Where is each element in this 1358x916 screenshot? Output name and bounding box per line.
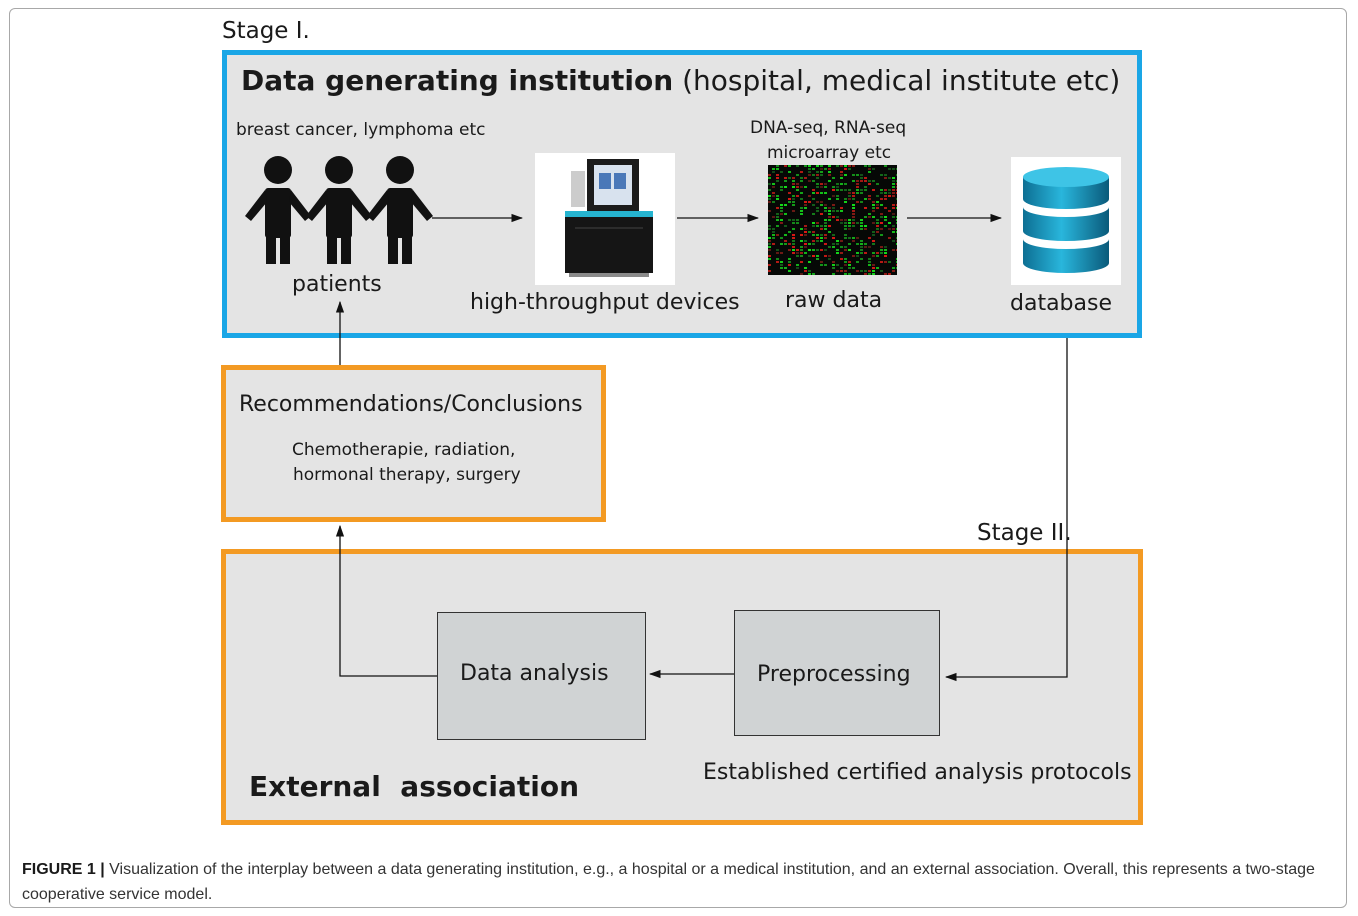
data-analysis-box (437, 612, 646, 740)
recommendations-box (221, 365, 606, 522)
database-icon-panel (1011, 157, 1121, 285)
recommendations-line2: hormonal therapy, surgery (293, 465, 521, 485)
seq-label-line2: microarray etc (767, 143, 892, 163)
patients-label: patients (292, 272, 382, 297)
external-association-title: External association (249, 770, 579, 803)
data-analysis-label: Data analysis (460, 661, 609, 686)
figure-caption: FIGURE 1 | Visualization of the interpla… (22, 857, 1332, 907)
recommendations-title: Recommendations/Conclusions (239, 392, 583, 417)
database-label: database (1010, 291, 1112, 316)
sequencer-device-image (535, 153, 675, 285)
caption-text: Visualization of the interplay between a… (22, 861, 1315, 903)
recommendations-line1: Chemotherapie, radiation, (292, 440, 516, 460)
patients-icon (245, 156, 433, 264)
arrow-database-to-preprocessing (944, 338, 1068, 682)
seq-label-line1: DNA-seq, RNA-seq (750, 118, 907, 138)
institution-title-bold: Data generating institution (241, 64, 674, 97)
stage-1-label: Stage I. (222, 18, 310, 44)
arrow-analysis-to-recommendations (335, 524, 437, 677)
figure-frame (9, 8, 1347, 908)
microarray-heatmap-image (768, 165, 897, 275)
external-association-panel (221, 549, 1143, 825)
raw-data-label: raw data (785, 288, 883, 313)
person-icon (245, 156, 311, 264)
database-icon (1023, 167, 1109, 273)
preprocessing-box (734, 610, 940, 736)
data-generating-institution-panel (222, 50, 1142, 338)
person-icon (306, 156, 372, 264)
person-icon (367, 156, 433, 264)
preprocessing-label: Preprocessing (757, 662, 911, 687)
disease-label: breast cancer, lymphoma etc (236, 120, 486, 140)
caption-label: FIGURE 1 | (22, 861, 105, 878)
stage-2-label: Stage II. (977, 520, 1072, 546)
institution-title-rest: (hospital, medical institute etc) (682, 64, 1121, 97)
protocols-label: Established certified analysis protocols (703, 760, 1132, 785)
institution-title: Data generating institution (hospital, m… (241, 64, 1120, 97)
devices-label: high-throughput devices (470, 290, 740, 315)
